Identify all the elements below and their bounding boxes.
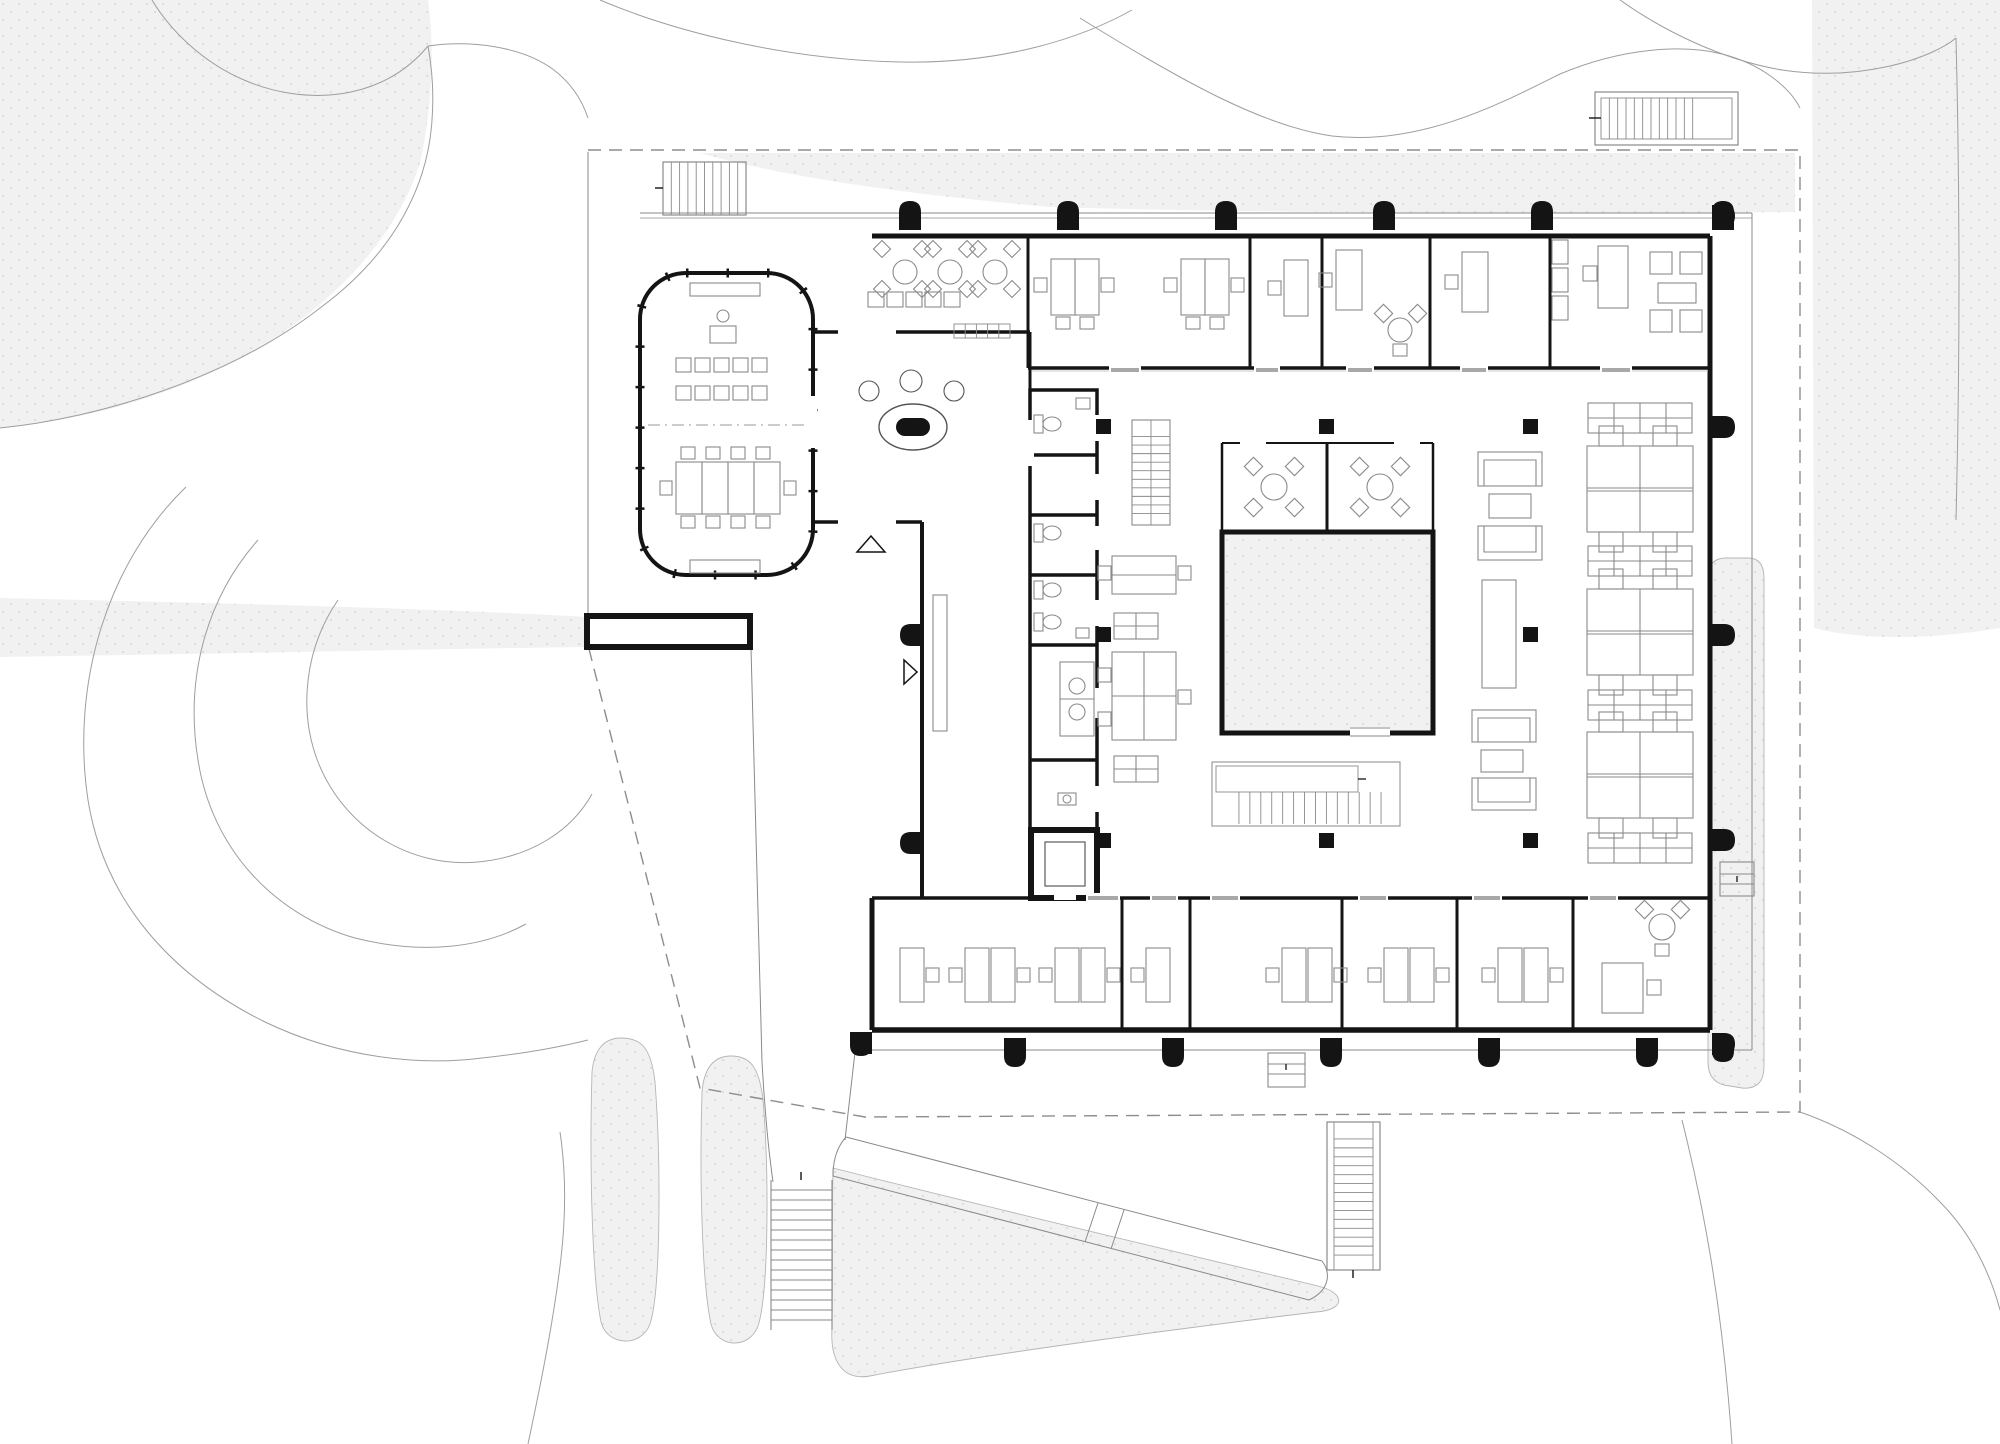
doors [807, 323, 1632, 903]
columns [850, 201, 1735, 1067]
site-boundary [587, 149, 1801, 1118]
plaza [584, 91, 1755, 1330]
site-fills [0, 0, 2000, 1378]
building-shell [635, 233, 1713, 1033]
furniture [648, 239, 1703, 1014]
core-and-stairs [1131, 419, 1401, 827]
